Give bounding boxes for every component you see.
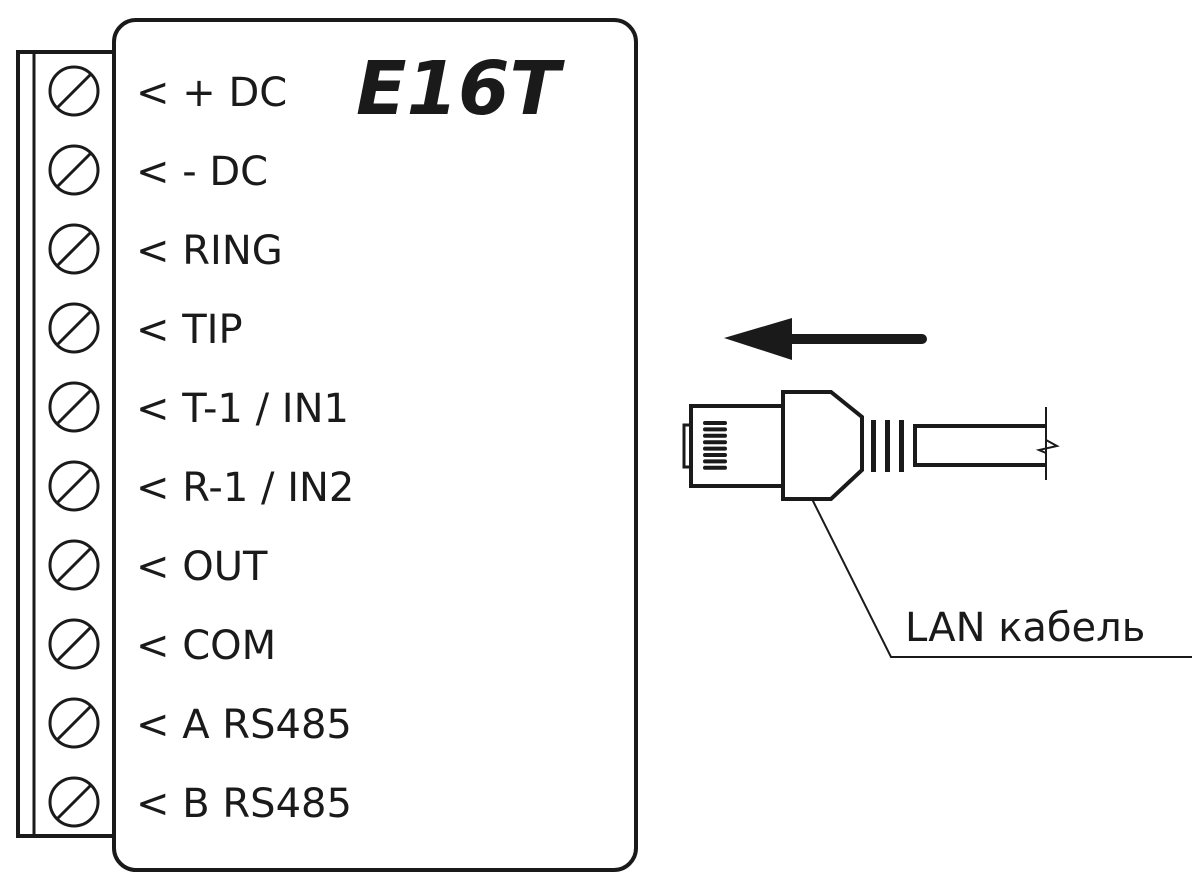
terminal-row: < T-1 / IN1 xyxy=(48,381,349,433)
terminal-label: < - DC xyxy=(136,149,268,195)
lan-connector: LAN кабель xyxy=(682,318,1192,658)
terminal-label: < A RS485 xyxy=(136,702,352,748)
plug-contact xyxy=(703,459,727,464)
arrow-left-icon xyxy=(724,318,927,360)
terminal-row: < A RS485 xyxy=(48,697,352,749)
terminal-row: < COM xyxy=(48,618,276,670)
terminal-row: < - DC xyxy=(48,144,268,196)
screw-slot-icon xyxy=(55,151,93,189)
terminal-label: < T-1 / IN1 xyxy=(136,386,349,432)
terminal-label: < OUT xyxy=(136,544,268,590)
plug-contact xyxy=(703,433,727,438)
screw-slot-icon xyxy=(55,467,93,505)
cable-label: LAN кабель xyxy=(905,605,1145,651)
terminal-row: < B RS485 xyxy=(48,776,352,828)
screw-slot-icon xyxy=(55,704,93,742)
plug-contact xyxy=(703,453,727,457)
plug-contact xyxy=(703,427,727,432)
terminal-row: < RING xyxy=(48,223,283,275)
screw-slot-icon xyxy=(55,546,93,584)
screw-slot-icon xyxy=(55,625,93,663)
device-board: E16T < + DC < - DC < RING < TIP < T-1 / IN1 <… xyxy=(16,18,638,872)
screw-slot-icon xyxy=(55,388,93,426)
terminal-label: < RING xyxy=(136,228,283,274)
plug-contact xyxy=(703,421,727,425)
device-title: E16T xyxy=(356,46,566,132)
terminal-row: < R-1 / IN2 xyxy=(48,460,354,512)
plug-contact xyxy=(703,440,727,445)
terminal-row: < TIP xyxy=(48,302,243,354)
plug-contact xyxy=(703,446,727,451)
rj45-plug-icon xyxy=(682,390,1060,501)
terminal-label: < R-1 / IN2 xyxy=(136,465,354,511)
plug-contact xyxy=(703,465,727,470)
terminal-row: < OUT xyxy=(48,539,268,591)
terminal-row: < + DC xyxy=(48,65,287,117)
screw-slot-icon xyxy=(55,309,93,347)
screw-slot-icon xyxy=(55,230,93,268)
leader-line xyxy=(811,498,1192,658)
terminal-label: < + DC xyxy=(136,70,287,116)
terminal-label: < B RS485 xyxy=(136,781,352,827)
screw-slot-icon xyxy=(55,72,93,110)
terminal-label: < TIP xyxy=(136,307,243,353)
screw-slot-icon xyxy=(55,783,93,821)
terminal-label: < COM xyxy=(136,623,276,669)
